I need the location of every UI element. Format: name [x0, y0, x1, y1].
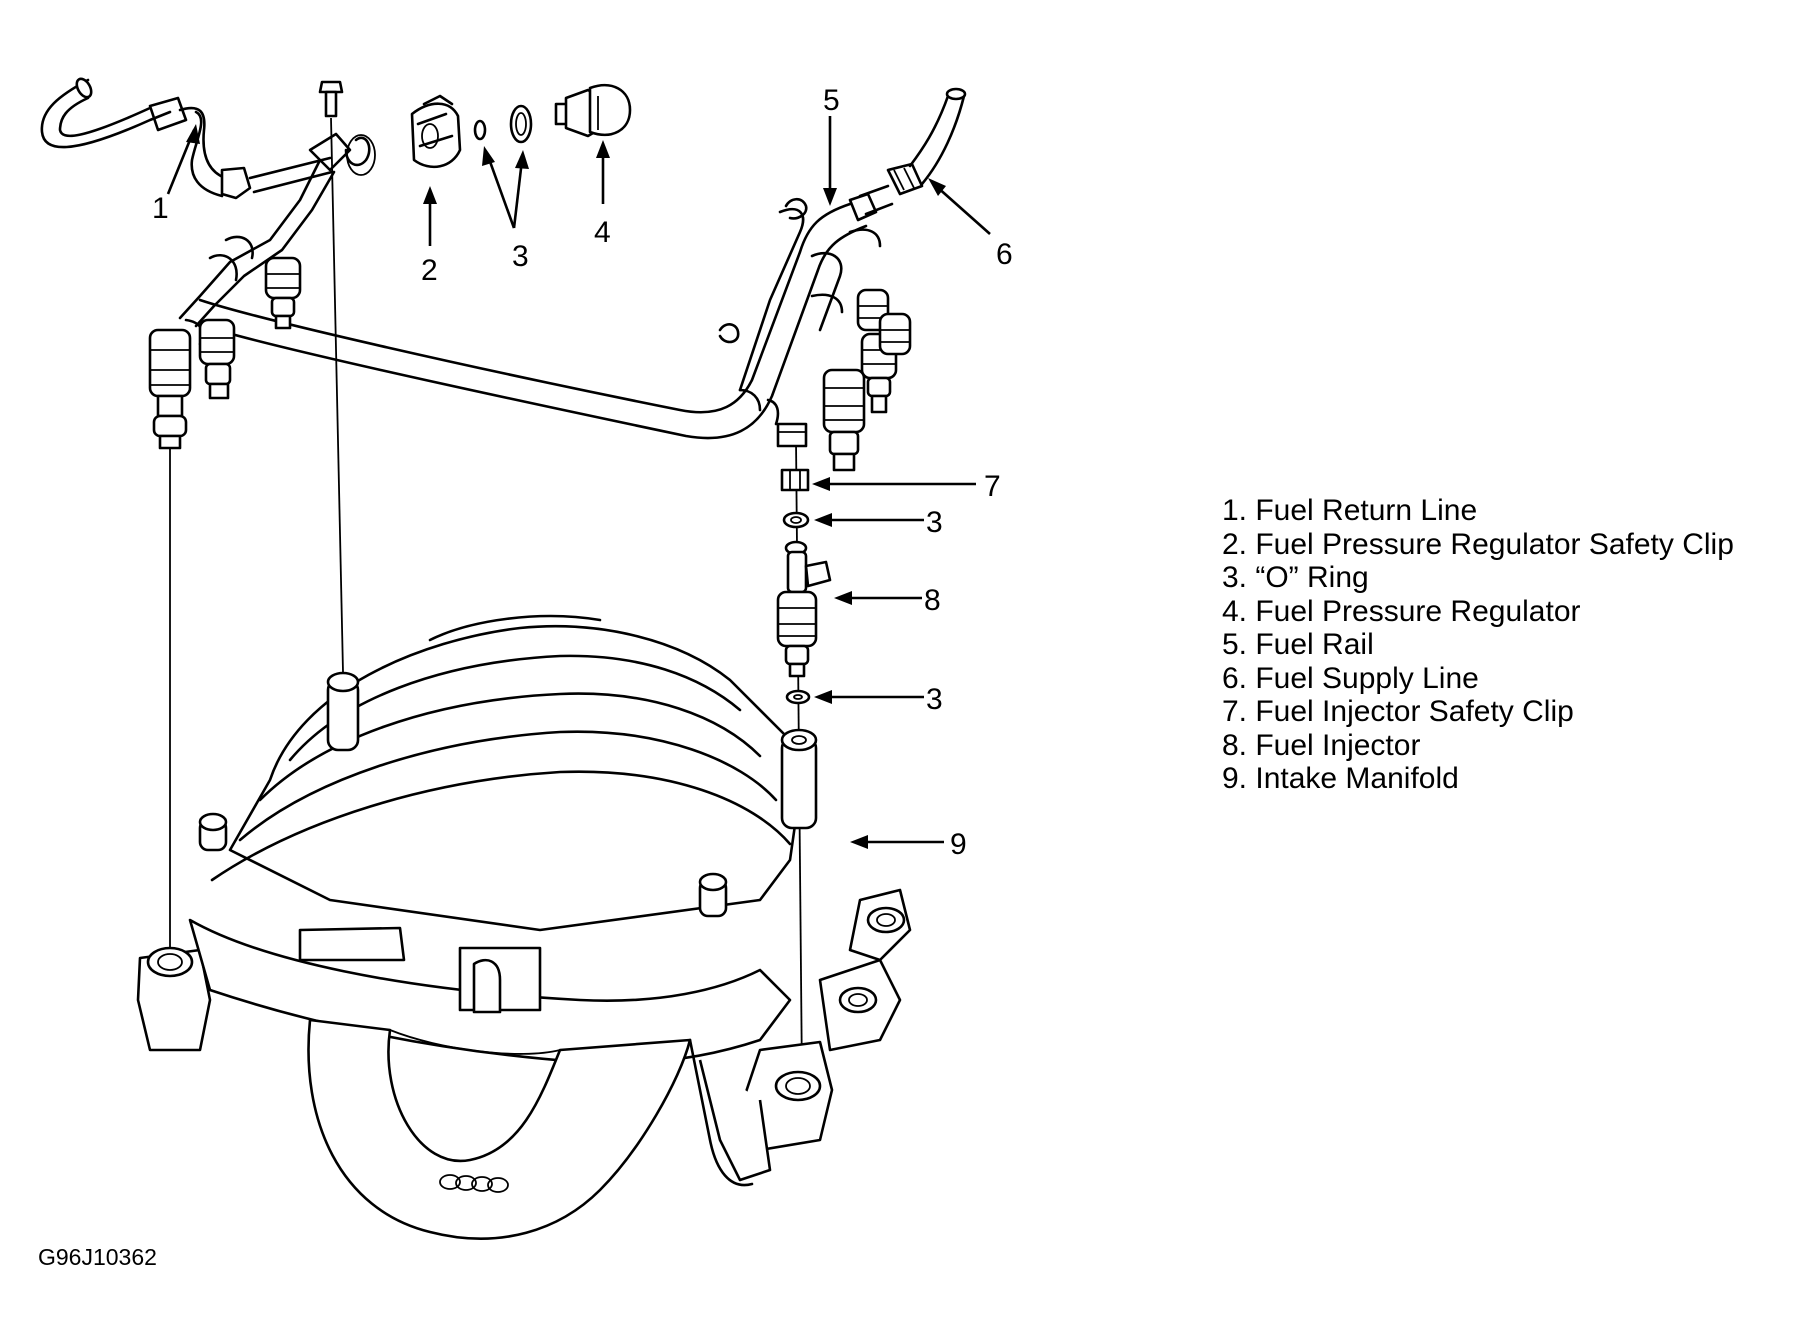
callout-label-1: 1 [152, 192, 169, 225]
fuel-rail-left [178, 132, 868, 440]
legend-item-5: 5. Fuel Rail [1222, 628, 1374, 661]
legend-item-8: 8. Fuel Injector [1222, 728, 1421, 762]
legend-item-6: 6. Fuel Supply Line [1222, 661, 1479, 695]
injector-right-1 [822, 368, 866, 472]
callout-arrow-7 [812, 477, 976, 491]
o-ring-upper [782, 511, 810, 529]
callout-arrow-6 [928, 178, 991, 235]
legend-item-9: 9. Intake Manifold [1222, 762, 1459, 795]
callout-label-4: 4 [594, 216, 611, 249]
manufacturer-logo [439, 1174, 509, 1193]
callout-arrow-3b [814, 513, 924, 527]
bolt [318, 80, 344, 118]
callout-label-9: 9 [950, 828, 967, 861]
o-ring-regulator-large [509, 104, 533, 144]
fuel-pressure-regulator [554, 83, 632, 138]
legend-item-7: 7. Fuel Injector Safety Clip [1222, 695, 1574, 728]
injector-left-2 [198, 318, 236, 400]
fuel-pressure-regulator-safety-clip [410, 94, 462, 169]
fuel-return-line [40, 77, 252, 200]
legend-item-1: 1. Fuel Return Line [1222, 494, 1478, 527]
fuel-supply-line [886, 87, 967, 196]
callout-label-3a: 3 [512, 240, 529, 273]
injector-left-3 [264, 256, 302, 330]
callout-arrow-5 [823, 116, 837, 206]
fuel-injector [776, 540, 832, 678]
figure-id: G96J10362 [38, 1244, 157, 1270]
fuel-injector-safety-clip [780, 468, 810, 492]
bolt-guide-line [330, 117, 344, 673]
callout-arrow-3a [482, 146, 529, 229]
callout-label-2: 2 [421, 254, 438, 287]
callout-label-3b: 3 [926, 506, 943, 539]
callout-label-6: 6 [996, 238, 1013, 271]
callout-label-3c: 3 [926, 683, 943, 716]
injectors-right [822, 288, 912, 472]
intake-manifold [136, 614, 912, 1240]
callout-arrow-4 [596, 140, 610, 204]
fuel-rail-right [718, 184, 894, 426]
callout-arrow-8 [834, 591, 922, 605]
parts-legend: 1. Fuel Return Line 2. Fuel Pressure Reg… [1222, 494, 1782, 796]
injector-left-1 [148, 328, 192, 450]
legend-item-2: 2. Fuel Pressure Regulator Safety Clip [1222, 527, 1734, 561]
callout-label-7: 7 [984, 470, 1001, 503]
callout-label-8: 8 [924, 584, 941, 617]
callout-label-5: 5 [823, 84, 840, 117]
o-ring-lower [785, 689, 811, 705]
injector-right-4 [878, 312, 912, 356]
legend-item-3: 3. “O” Ring [1222, 561, 1369, 594]
callout-arrow-1 [166, 124, 200, 195]
injector-bore-connector [776, 422, 808, 448]
injectors-left [148, 256, 302, 450]
legend-item-4: 4. Fuel Pressure Regulator [1222, 594, 1581, 628]
callout-arrow-2 [423, 186, 437, 246]
callout-arrow-9 [850, 835, 944, 849]
o-ring-regulator-small [473, 119, 487, 141]
callout-arrow-3c [814, 690, 924, 704]
